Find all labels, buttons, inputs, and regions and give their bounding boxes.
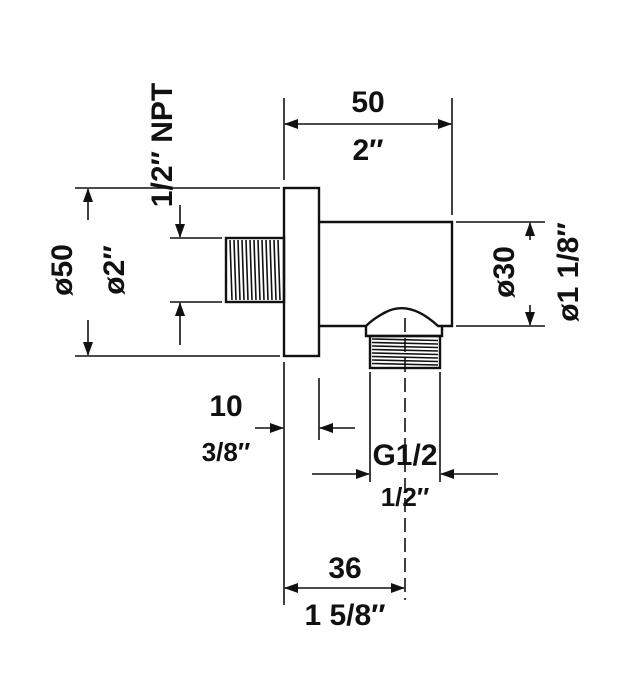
dimension-lines: [83, 119, 535, 593]
label-flange-thickness-in: 3/8″: [202, 437, 251, 467]
inlet-thread: [224, 236, 286, 304]
elbow-body: [319, 220, 454, 328]
label-outlet-offset-in: 1 5/8″: [304, 599, 385, 632]
label-total-width-mm: 50: [351, 86, 384, 119]
label-outlet-thread-in: 1/2″: [381, 482, 430, 512]
label-body-dia-in: ø1 1/8″: [552, 222, 585, 321]
label-outlet-thread: G1/2: [372, 439, 437, 472]
outlet-hex: [364, 326, 444, 338]
label-flange-dia-mm: ø50: [46, 244, 79, 296]
label-body-dia-mm: ø30: [488, 246, 521, 298]
label-total-width-in: 2″: [352, 134, 383, 167]
label-pipe-thread: 1/2″ NPT: [146, 83, 179, 207]
label-outlet-offset-mm: 36: [328, 552, 361, 585]
part-outline: [282, 186, 454, 358]
wall-flange: [282, 186, 321, 358]
label-flange-thickness-mm: 10: [209, 390, 242, 423]
label-flange-dia-in: ø2″: [98, 245, 131, 294]
